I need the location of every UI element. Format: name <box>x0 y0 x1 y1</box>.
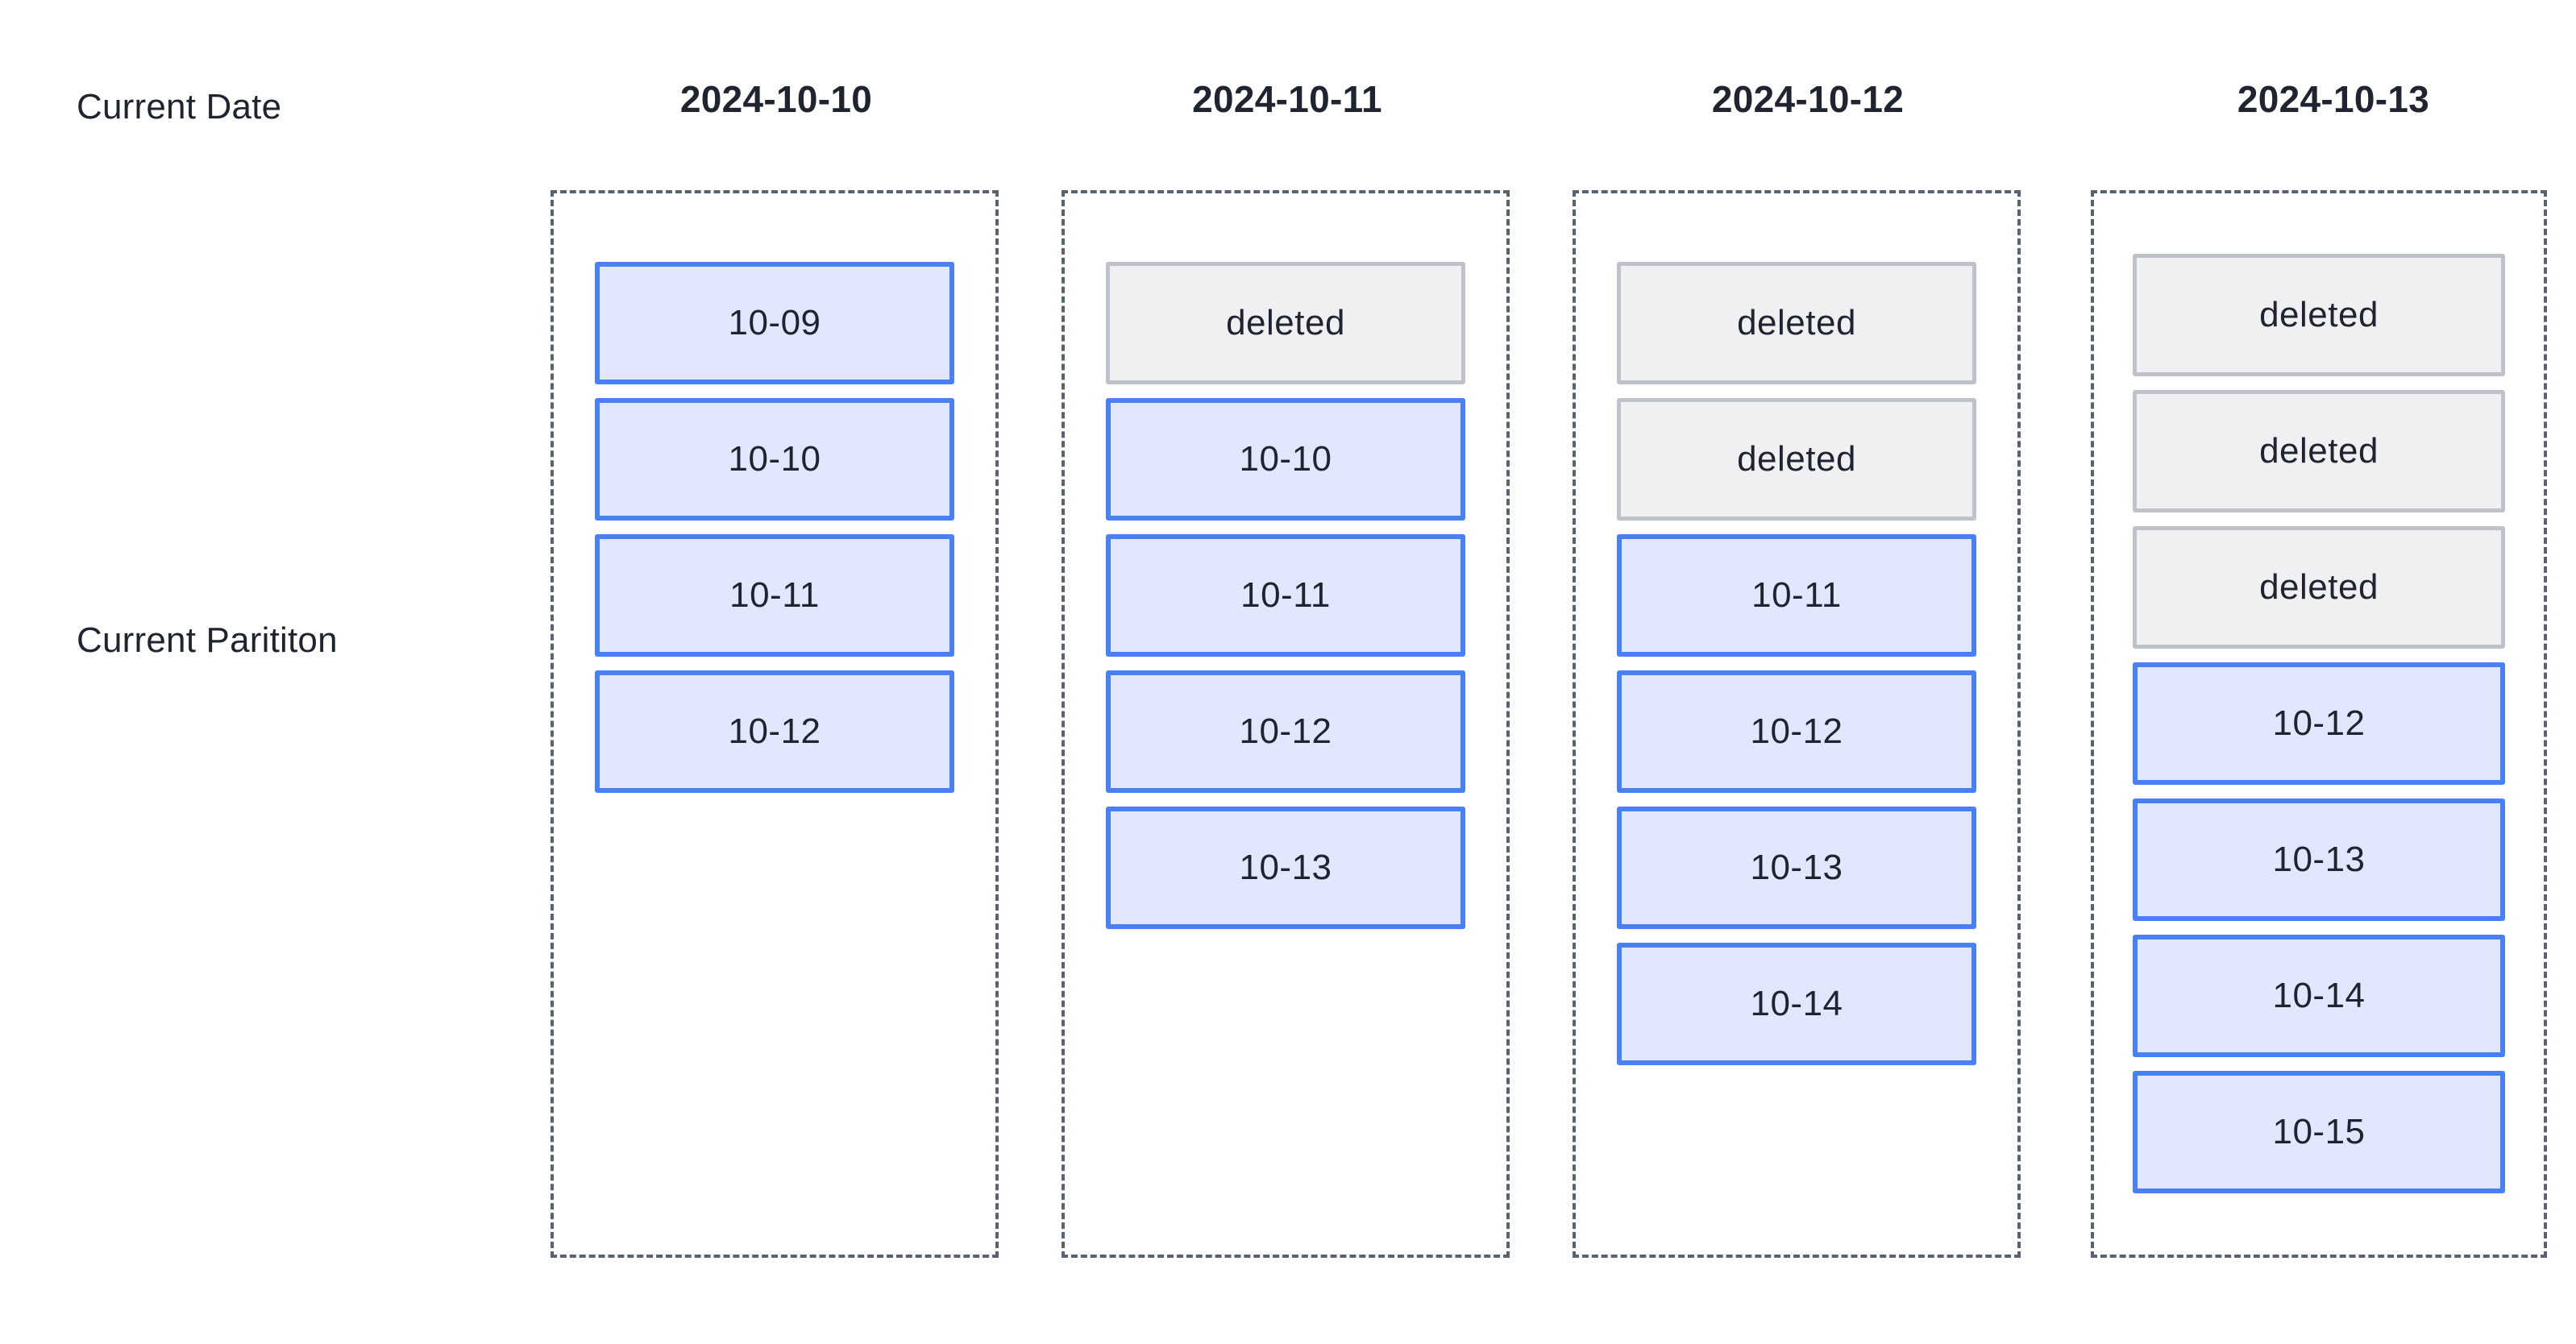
date-column: 2024-10-10 10-09 10-10 10-11 10-12 <box>532 0 1043 1344</box>
partition-list: deleted deleted deleted 10-12 10-13 10-14 10-1… <box>2094 254 2544 1193</box>
column-header-date: 2024-10-12 <box>1711 78 1905 120</box>
column-header-date: 2024-10-13 <box>2237 78 2430 120</box>
partition-box-active: 10-12 <box>1106 670 1465 793</box>
partition-box-active: 10-09 <box>595 262 954 384</box>
partition-box-active: 10-15 <box>2133 1071 2505 1193</box>
column-header-date: 2024-10-11 <box>1192 78 1382 120</box>
partition-box-deleted: deleted <box>2133 254 2505 376</box>
partition-box-active: 10-12 <box>2133 662 2505 785</box>
partition-container: deleted deleted 10-11 10-12 10-13 10-14 <box>1573 190 2021 1258</box>
row-label-gutter: Current Date Current Parititon <box>0 0 532 1344</box>
partition-box-active: 10-10 <box>1106 398 1465 521</box>
date-column: 2024-10-12 deleted deleted 10-11 10-12 10-13 1… <box>1554 0 2065 1344</box>
partition-box-active: 10-12 <box>1617 670 1976 793</box>
partition-box-active: 10-11 <box>595 534 954 657</box>
partition-box-active: 10-14 <box>1617 943 1976 1065</box>
column-header-date: 2024-10-10 <box>679 78 873 120</box>
row-label-current-partition: Current Parititon <box>77 620 338 660</box>
partition-list: 10-09 10-10 10-11 10-12 <box>554 262 995 793</box>
partition-box-deleted: deleted <box>2133 390 2505 512</box>
partition-box-deleted: deleted <box>2133 526 2505 649</box>
date-column: 2024-10-11 deleted 10-10 10-11 10-12 10-13 <box>1043 0 1554 1344</box>
partition-container: 10-09 10-10 10-11 10-12 <box>551 190 999 1258</box>
partition-box-active: 10-14 <box>2133 935 2505 1057</box>
partition-box-deleted: deleted <box>1106 262 1465 384</box>
partition-box-active: 10-11 <box>1617 534 1976 657</box>
partition-box-deleted: deleted <box>1617 398 1976 521</box>
date-column: 2024-10-13 deleted deleted deleted 10-12 10-1… <box>2065 0 2576 1344</box>
partition-box-active: 10-10 <box>595 398 954 521</box>
partition-box-active: 10-11 <box>1106 534 1465 657</box>
partition-container: deleted deleted deleted 10-12 10-13 10-14 10-1… <box>2091 190 2547 1258</box>
partition-box-active: 10-12 <box>595 670 954 793</box>
partition-box-deleted: deleted <box>1617 262 1976 384</box>
partition-list: deleted deleted 10-11 10-12 10-13 10-14 <box>1576 262 2017 1065</box>
partition-box-active: 10-13 <box>1617 807 1976 929</box>
partition-box-active: 10-13 <box>1106 807 1465 929</box>
partition-list: deleted 10-10 10-11 10-12 10-13 <box>1065 262 1506 929</box>
partition-box-active: 10-13 <box>2133 799 2505 921</box>
partition-container: deleted 10-10 10-11 10-12 10-13 <box>1062 190 1510 1258</box>
row-label-current-date: Current Date <box>77 87 282 127</box>
